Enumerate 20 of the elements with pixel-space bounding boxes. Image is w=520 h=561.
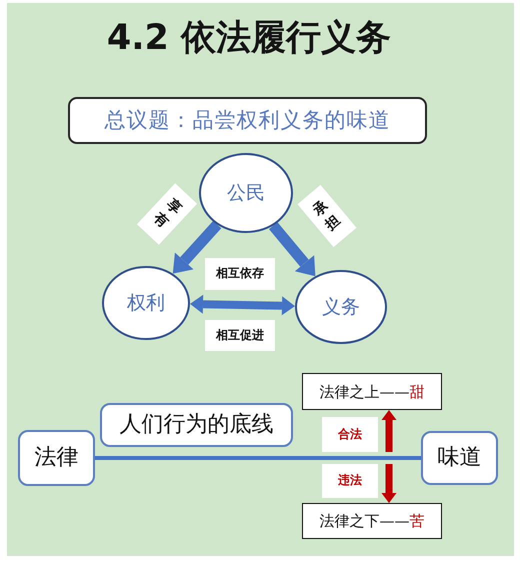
edge-label: 违法 bbox=[322, 464, 378, 498]
title: 4.2 依法履行义务 bbox=[106, 17, 392, 60]
rounded-box: 人们行为的底线 bbox=[100, 403, 293, 447]
block-arrow bbox=[382, 410, 396, 452]
circle-node: 公民 bbox=[199, 153, 293, 233]
outcome-box: 法律之上——甜 bbox=[302, 373, 442, 410]
block-arrow bbox=[268, 222, 316, 276]
relation-label: 相互促进 bbox=[205, 320, 275, 351]
circle-node: 权利 bbox=[102, 266, 190, 340]
outcome-box: 法律之下——苦 bbox=[302, 503, 442, 539]
edge-label: 相互依存 bbox=[205, 258, 275, 290]
double-arrow bbox=[190, 294, 295, 316]
circle-node: 义务 bbox=[295, 270, 387, 344]
rounded-box: 味道 bbox=[421, 431, 498, 485]
rounded-box: 法律 bbox=[18, 430, 95, 486]
connector-line bbox=[95, 456, 421, 460]
topic-box: 总议题：品尝权利义务的味道 bbox=[68, 97, 427, 144]
edge-label: 合法 bbox=[322, 417, 378, 452]
block-arrow bbox=[172, 220, 222, 274]
block-arrow bbox=[382, 464, 396, 503]
